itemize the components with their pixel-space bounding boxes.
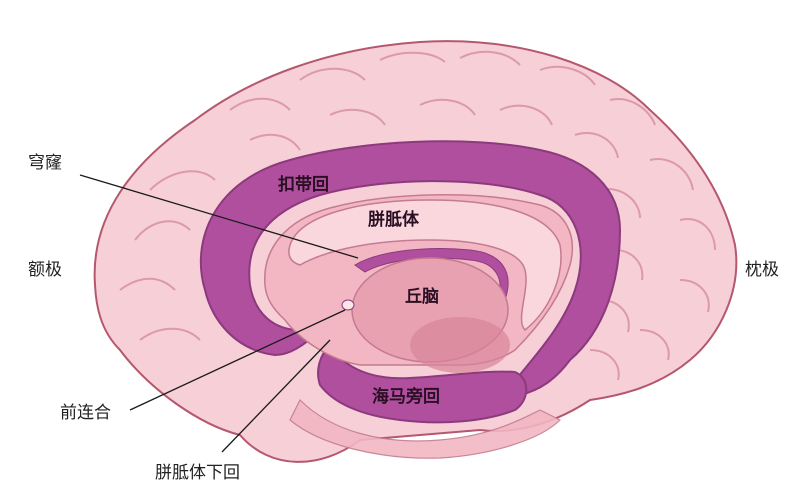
leader-lines: [79, 174, 359, 453]
brainstem-region: [289, 398, 562, 459]
label-qian-lian-he: 前连合: [60, 403, 111, 423]
label-pian-zhi-ti-xia-hui: 胼胝体下回: [155, 463, 240, 483]
leader-line-gongqiong: [79, 174, 359, 259]
label-hai-ma-pang-hui: 海马旁回: [372, 386, 440, 407]
label-qiu-nao: 丘脑: [405, 286, 439, 307]
leader-line-qian-lian-he: [129, 309, 346, 411]
corpus-callosum: [288, 199, 562, 332]
label-kou-dai-hui: 扣带回: [278, 174, 329, 195]
label-zhen-ji: 枕极: [745, 260, 779, 280]
anterior-commissure: [341, 299, 355, 311]
label-pian-zhi-ti: 胼胝体: [368, 209, 420, 230]
leader-line-pian-zhi-ti-xia-hui: [221, 339, 331, 453]
thalamus-shade: [410, 317, 510, 373]
label-e-ji: 额极: [28, 260, 62, 280]
parahippocampal-gyrus: [317, 343, 528, 424]
label-gongqiong: 穹窿: [28, 153, 62, 173]
